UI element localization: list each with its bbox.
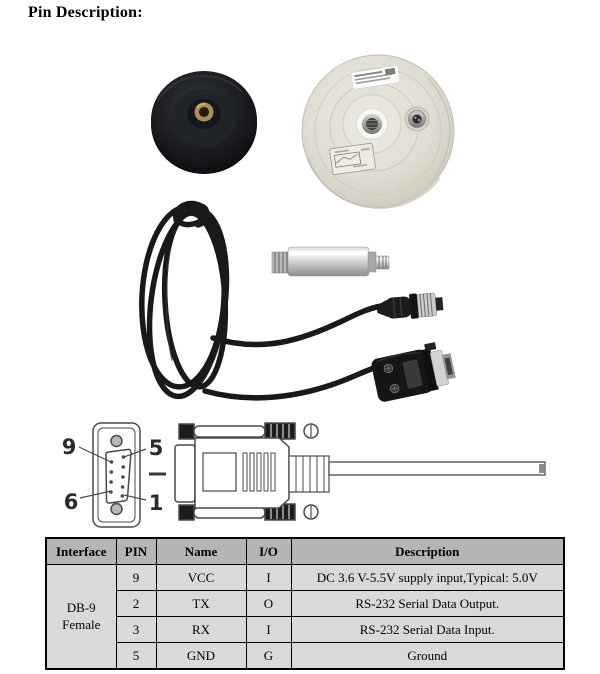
col-header-interface: Interface (45, 537, 117, 565)
pin-cell: 2 (115, 590, 157, 617)
name-cell: RX (155, 616, 247, 643)
cable-to-db9-connector (202, 365, 377, 401)
pin-label-5: 5 (149, 436, 164, 460)
col-header-name: Name (155, 537, 247, 565)
pin-cell: 3 (115, 616, 157, 643)
interface-line1: DB-9 (66, 599, 96, 615)
interface-cell: DB-9 Female (45, 564, 117, 670)
description-cell: RS-232 Serial Data Output. (290, 590, 565, 617)
io-cell: I (245, 564, 292, 591)
table-row: 2 TX O RS-232 Serial Data Output. (46, 590, 565, 617)
io-cell: G (245, 642, 292, 670)
pin-dots (109, 455, 126, 498)
coiled-cable-photo (139, 200, 384, 401)
table-row: 5 GND G Ground (46, 642, 565, 670)
pin-cell: 9 (115, 564, 157, 591)
table-row: 3 RX I RS-232 Serial Data Input. (46, 616, 565, 643)
name-cell: GND (155, 642, 247, 670)
table-row: DB-9 Female 9 VCC I DC 3.6 V-5.5V supply… (45, 564, 565, 670)
description-cell: RS-232 Serial Data Input. (290, 616, 565, 643)
col-header-description: Description (290, 537, 565, 565)
interface-line2: Female (62, 616, 101, 632)
cable-to-aviation-connector (210, 303, 384, 348)
magnetic-base-photo (151, 71, 257, 174)
description-cell: DC 3.6 V-5.5V supply input,Typical: 5.0V (290, 564, 565, 591)
db9-front-view (78, 422, 147, 528)
table-header-row: Interface PIN Name I/O Description (45, 537, 565, 565)
pin-label-1: 1 (149, 491, 164, 515)
io-cell: I (245, 616, 292, 643)
extension-cylinder-photo (271, 246, 390, 277)
pin-cell: 5 (115, 642, 157, 670)
db9-connector-photo (371, 342, 456, 402)
diagram-cable (328, 461, 546, 476)
name-cell: TX (155, 590, 247, 617)
name-cell: VCC (155, 564, 247, 591)
col-header-io: I/O (245, 537, 292, 565)
page-title: Pin Description: (28, 4, 143, 21)
antenna-sticker (350, 65, 401, 90)
description-cell: Ground (290, 642, 565, 670)
illustrations: 9 5 6 1 (62, 54, 546, 528)
db9-side-view (174, 422, 546, 521)
col-header-pin: PIN (115, 537, 157, 565)
io-cell: O (245, 590, 292, 617)
pin-label-6: 6 (64, 490, 79, 514)
antenna-label (329, 142, 376, 175)
pin-label-9: 9 (62, 435, 77, 459)
antenna-port (404, 106, 430, 132)
gnss-antenna-photo (301, 54, 455, 209)
db9-pinout-diagram: 9 5 6 1 (62, 422, 546, 528)
pin-description-table: Interface PIN Name I/O Description DB-9 … (45, 537, 565, 670)
aviation-connector-photo (376, 292, 444, 319)
